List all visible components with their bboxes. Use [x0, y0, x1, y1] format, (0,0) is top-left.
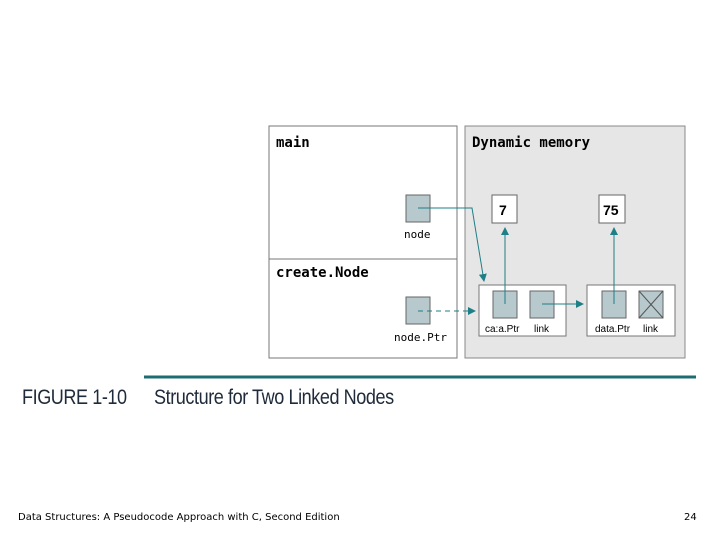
figure-title: Structure for Two Linked Nodes	[154, 386, 394, 409]
figure-caption: FIGURE 1-10 Structure for Two Linked Nod…	[22, 386, 394, 416]
node-label: node	[404, 228, 431, 241]
node2-link-label: link	[643, 324, 659, 335]
footer-book-title: Data Structures: A Pseudocode Approach w…	[18, 512, 340, 523]
createnode-label: create.Node	[276, 265, 369, 281]
node1-dataptr-label: ca:a.Ptr	[485, 324, 520, 335]
data-value-node2: 75	[603, 202, 619, 218]
node-to-node1-arrow	[418, 207, 487, 282]
data-box-node1	[491, 194, 518, 224]
node2-dataptr-label: data.Ptr	[595, 324, 631, 335]
figure-number: FIGURE 1-10	[22, 386, 127, 409]
data-box-node2	[598, 194, 626, 224]
null-link-cross	[638, 290, 664, 319]
main-label: main	[276, 135, 310, 151]
data-value-node1: 7	[499, 202, 507, 218]
dynamic-memory-label: Dynamic memory	[472, 135, 591, 151]
footer-page-number: 24	[684, 512, 697, 523]
nodeptr-label: node.Ptr	[394, 331, 447, 344]
node1-link-label: link	[534, 324, 550, 335]
